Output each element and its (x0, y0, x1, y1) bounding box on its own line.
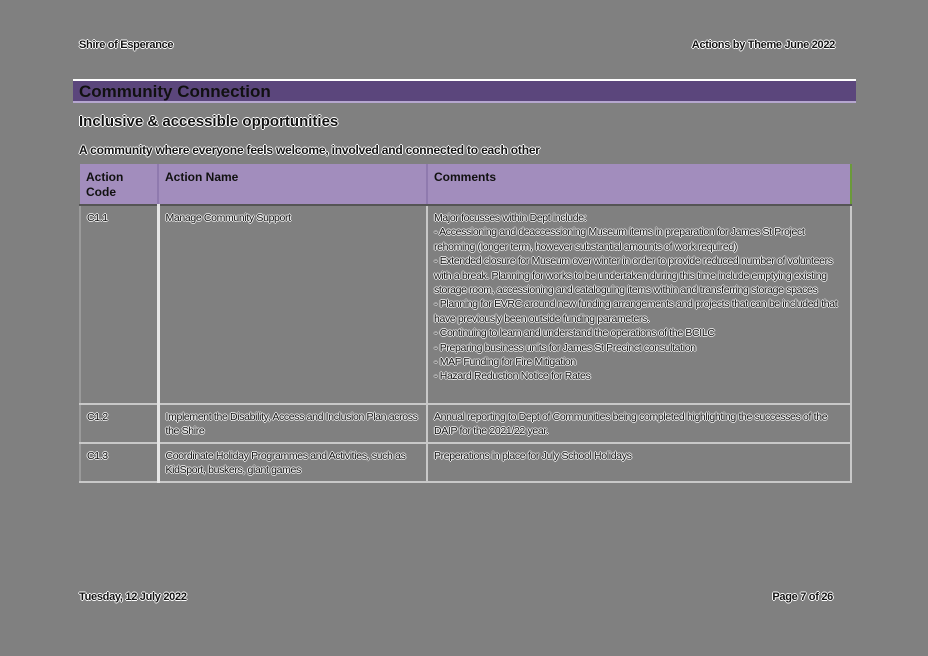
page-number: Page 7 of 26 (772, 591, 833, 603)
report-title: Actions by Theme June 2022 (691, 39, 836, 51)
action-code: C1.3 (79, 443, 159, 483)
objective-title: Inclusive & accessible opportunities (79, 113, 339, 130)
column-header-comments: Comments (427, 164, 852, 206)
table-header-row: Action Code Action Name Comments (80, 164, 852, 206)
comment-line: - Extended closure for Museum over winte… (434, 255, 833, 297)
comment-line: Annual reporting to Dept of Communities … (434, 411, 828, 438)
footer-date: Tuesday, 12 July 2022 (79, 591, 187, 603)
table-row: C1.1 Manage Community Support Major focu… (79, 205, 852, 405)
action-comments: Major focusses within Dept include: - Ac… (427, 205, 852, 405)
comment-line: - Planning for EVRC around new funding a… (434, 298, 838, 325)
comment-line: - Preparing business units for James St … (434, 341, 696, 354)
theme-banner: Community Connection (73, 79, 856, 103)
comment-line: - Hazard Reduction Notice for Rates (434, 370, 591, 383)
action-code: C1.2 (79, 404, 159, 444)
column-header-action-name: Action Name (158, 164, 428, 206)
organisation-name: Shire of Esperance (79, 39, 174, 51)
comment-line: - Accessioning and deaccessioning Museum… (434, 226, 805, 253)
table-row: C1.2 Implement the Disability, Access an… (79, 404, 852, 444)
objective-description: A community where everyone feels welcome… (79, 143, 540, 157)
actions-table: Action Code Action Name Comments C1.1 Ma… (79, 164, 852, 483)
comment-line: Major focusses within Dept include: (434, 212, 587, 224)
comment-line: - MAF Funding for Fire Mitigation (434, 356, 576, 369)
table-row: C1.3 Coordinate Holiday Programmes and A… (79, 443, 852, 483)
action-name: Manage Community Support (156, 205, 428, 405)
comment-line: Preperations in place for July School Ho… (434, 450, 632, 462)
theme-title: Community Connection (79, 82, 271, 101)
action-comments: Annual reporting to Dept of Communities … (427, 404, 852, 444)
action-comments: Preperations in place for July School Ho… (427, 443, 852, 483)
action-code: C1.1 (79, 205, 159, 405)
comment-line: - Continuing to learn and understand the… (434, 327, 715, 340)
action-name: Implement the Disability, Access and Inc… (156, 404, 428, 444)
column-header-action-code: Action Code (80, 164, 159, 206)
action-name: Coordinate Holiday Programmes and Activi… (156, 443, 428, 483)
